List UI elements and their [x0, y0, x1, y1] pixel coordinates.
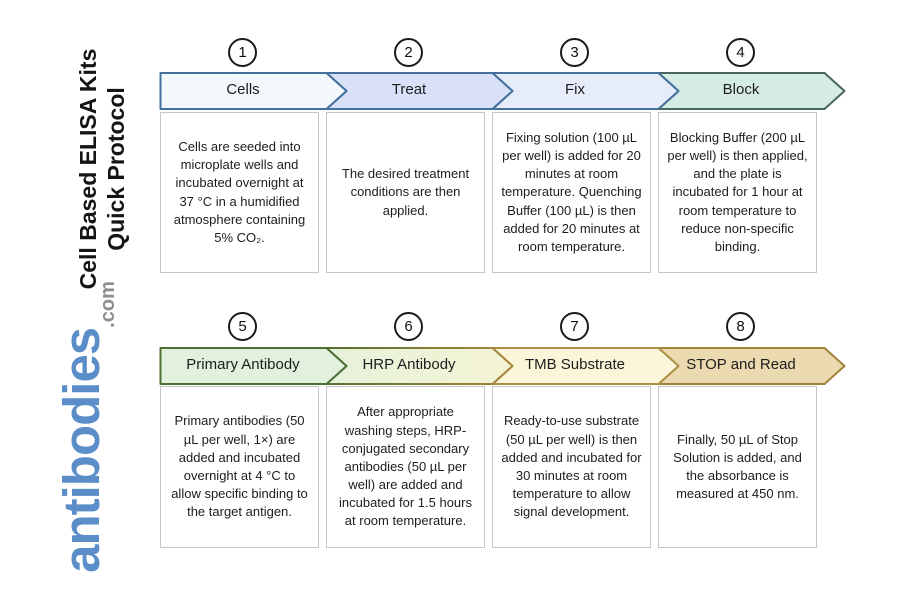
step-number-4: 4 [736, 44, 745, 61]
step-circle-5: 5 [228, 312, 257, 341]
step-circle-8: 8 [726, 312, 755, 341]
step-description-box-2: The desired treatment conditions are the… [326, 112, 485, 273]
step-circle-1: 1 [228, 38, 257, 67]
step-description-7: Ready-to-use substrate (50 µL per well) … [501, 413, 642, 520]
step-description-box-7: Ready-to-use substrate (50 µL per well) … [492, 386, 651, 548]
step-arrow-cells [159, 72, 348, 110]
step-description-box-8: Finally, 50 µL of Stop Solution is added… [658, 386, 817, 548]
step-label-4: Block [722, 81, 760, 98]
arrow-row-2 [159, 347, 846, 385]
brand-logo-suffix: .com [97, 281, 119, 328]
step-description-3: Fixing solution (100 µL per well) is add… [501, 129, 642, 254]
step-circle-4: 4 [726, 38, 755, 67]
step-label-2: Treat [391, 81, 427, 98]
step-number-6: 6 [404, 318, 413, 335]
step-circle-7: 7 [560, 312, 589, 341]
step-number-1: 1 [238, 44, 247, 61]
step-number-3: 3 [570, 44, 579, 61]
step-label-5: Primary Antibody [186, 356, 300, 373]
step-description-1: Cells are seeded into microplate wells a… [173, 138, 306, 245]
page-title: Cell Based ELISA Kits Quick Protocol [75, 44, 133, 294]
brand-logo-name: antibodies [53, 327, 110, 573]
brand-logo: antibodies.com [52, 277, 142, 577]
arrow-row-1 [159, 72, 846, 110]
step-number-8: 8 [736, 318, 745, 335]
step-description-2: The desired treatment conditions are the… [341, 166, 470, 218]
step-label-3: Fix [565, 81, 585, 98]
step-description-5: Primary antibodies (50 µL per well, 1×) … [171, 413, 308, 520]
step-description-box-4: Blocking Buffer (200 µL per well) is the… [658, 112, 817, 273]
step-circle-3: 3 [560, 38, 589, 67]
step-description-6: After appropriate washing steps, HRP-con… [339, 404, 472, 529]
step-description-box-1: Cells are seeded into microplate wells a… [160, 112, 319, 273]
page-title-line1: Cell Based ELISA Kits [75, 48, 101, 290]
step-description-8: Finally, 50 µL of Stop Solution is added… [673, 431, 802, 502]
step-number-5: 5 [238, 318, 247, 335]
step-label-1: Cells [226, 81, 260, 98]
step-label-6: HRP Antibody [362, 356, 456, 373]
step-number-2: 2 [404, 44, 413, 61]
step-number-7: 7 [570, 318, 579, 335]
step-circle-6: 6 [394, 312, 423, 341]
step-description-4: Blocking Buffer (200 µL per well) is the… [667, 129, 808, 254]
step-label-8: STOP and Read [686, 356, 796, 373]
step-description-box-6: After appropriate washing steps, HRP-con… [326, 386, 485, 548]
page-title-line2: Quick Protocol [102, 87, 129, 251]
step-circle-2: 2 [394, 38, 423, 67]
step-arrow-primary-antibody [159, 347, 348, 385]
step-description-box-3: Fixing solution (100 µL per well) is add… [492, 112, 651, 273]
step-label-7: TMB Substrate [524, 356, 626, 373]
step-description-box-5: Primary antibodies (50 µL per well, 1×) … [160, 386, 319, 548]
